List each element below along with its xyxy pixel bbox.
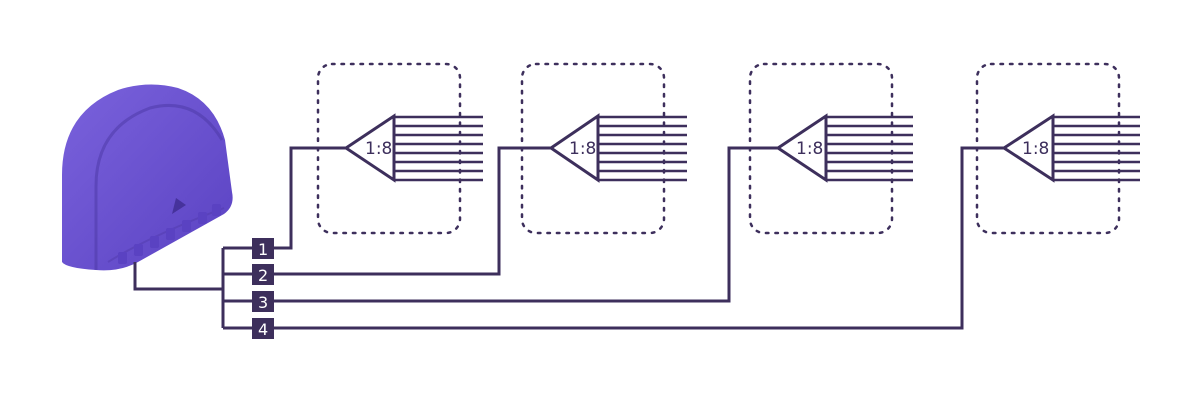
- port-4: 4: [252, 318, 274, 339]
- splitter-enclosure-4: [975, 62, 1121, 235]
- fan-out-lines-3: [826, 115, 913, 182]
- splitter-ratio-3: 1:8: [796, 139, 823, 159]
- feed-line-3: [274, 146, 778, 303]
- port-label-2: 2: [258, 266, 268, 285]
- fan-out-lines-4: [1053, 115, 1140, 182]
- port-3: 3: [252, 291, 274, 312]
- port-label-3: 3: [258, 293, 268, 312]
- splitter-ratio-4: 1:8: [1022, 139, 1049, 159]
- splitter-enclosure-3: [748, 62, 894, 235]
- port-label-1: 1: [258, 240, 268, 259]
- splitter-4: 1:8: [1001, 113, 1140, 183]
- splitter-triangle-icon-1: [343, 113, 396, 183]
- hub-device-icon: [62, 84, 233, 271]
- splitter-enclosure-1: [316, 62, 462, 235]
- port-1: 1: [252, 238, 274, 259]
- feed-line-2: [274, 146, 551, 276]
- splitter-2: 1:8: [548, 113, 687, 183]
- splitter-triangle-icon-2: [548, 113, 600, 183]
- port-bus-taps: [223, 246, 252, 330]
- splitter-3: 1:8: [775, 113, 913, 183]
- splitter-triangle-icon-4: [1001, 113, 1055, 183]
- feed-line-4: [274, 146, 1004, 330]
- hub-trunk-line: [133, 262, 223, 291]
- fan-out-lines-2: [598, 115, 687, 182]
- splitter-enclosure-2: [520, 62, 666, 235]
- splitter-1: 1:8: [343, 113, 483, 183]
- port-label-4: 4: [258, 320, 268, 339]
- splitter-ratio-2: 1:8: [569, 139, 596, 159]
- fan-out-lines-1: [394, 115, 483, 182]
- splitter-triangle-icon-3: [775, 113, 828, 183]
- port-2: 2: [252, 264, 274, 285]
- splitter-ratio-1: 1:8: [365, 139, 392, 159]
